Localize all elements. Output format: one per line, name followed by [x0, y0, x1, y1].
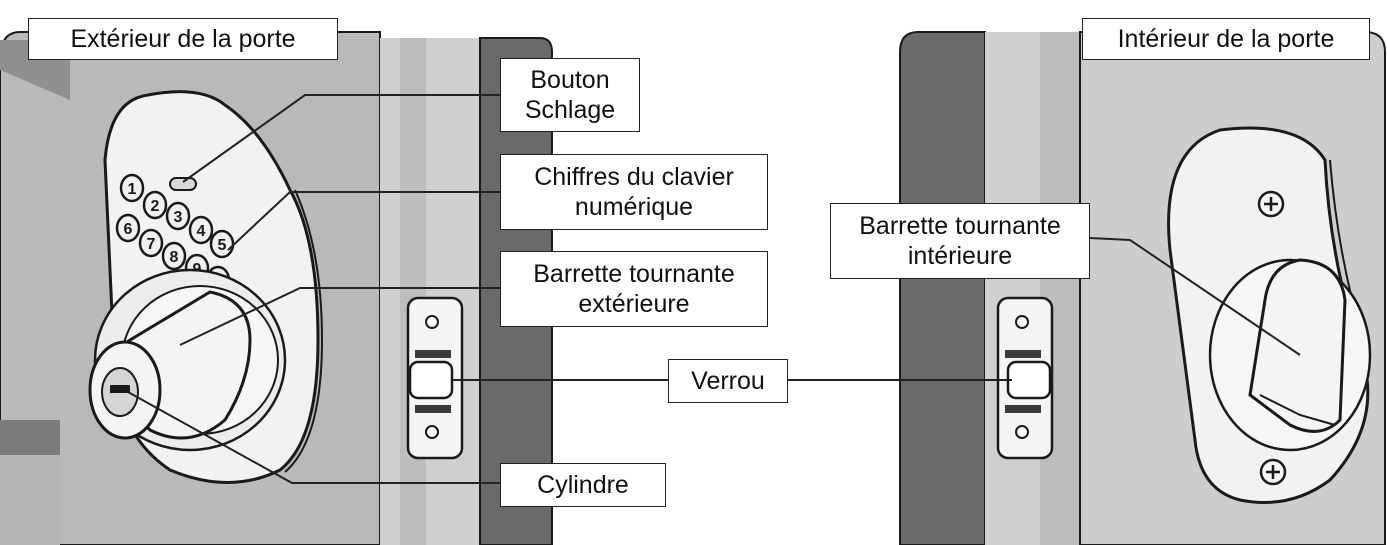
keypad-digit: 4 [197, 223, 206, 240]
keypad-digit: 7 [147, 236, 156, 253]
keypad-key-5[interactable]: 5 [209, 229, 235, 259]
keypad-digit: 6 [124, 221, 133, 238]
keypad-key-3[interactable]: 3 [165, 201, 191, 231]
interior-door-illustration [899, 31, 1386, 545]
interior-thumbturn[interactable] [1248, 258, 1347, 433]
keypad-digit: 3 [174, 209, 183, 226]
label-verrou: Verrou [668, 359, 788, 403]
door-edge-light [380, 38, 480, 545]
leader-chiffres [227, 191, 500, 251]
title-interior: Intérieur de la porte [1082, 18, 1370, 60]
keypad-key-7[interactable]: 7 [138, 228, 164, 258]
keypad-digit: 8 [170, 249, 179, 266]
label-barrette-interieure: Barrette tournante intérieure [830, 203, 1090, 279]
exterior-bolt [408, 360, 454, 400]
keypad-key-6[interactable]: 6 [115, 213, 141, 243]
exterior-door-illustration: 1234567890 [0, 31, 553, 545]
label-barrette-exterieure: Barrette tournante extérieure [500, 251, 768, 327]
keypad: 1234567890 [115, 173, 235, 295]
interior-door-edge [899, 31, 986, 545]
title-interior-text: Intérieur de la porte [1117, 25, 1335, 53]
label-cylindre: Cylindre [500, 463, 666, 507]
leader-barrette-int [1089, 237, 1301, 356]
leader-lines [127, 94, 1301, 484]
title-exterior-text: Extérieur de la porte [70, 25, 296, 53]
keypad-key-4[interactable]: 4 [188, 215, 214, 245]
keypad-digit: 5 [218, 237, 227, 254]
keypad-key-2[interactable]: 2 [142, 190, 168, 220]
interior-bolt [1006, 360, 1052, 400]
leader-barrette-ext [179, 287, 500, 346]
title-exterior: Extérieur de la porte [28, 18, 338, 60]
keypad-key-1[interactable]: 1 [119, 173, 145, 203]
leader-cylindre [127, 391, 500, 484]
keypad-key-8[interactable]: 8 [161, 241, 187, 271]
schlage-button[interactable] [169, 177, 197, 191]
label-chiffres-clavier: Chiffres du clavier numérique [500, 154, 768, 230]
label-bouton-schlage: Bouton Schlage [500, 58, 640, 132]
keypad-digit: 1 [128, 181, 137, 198]
keypad-digit: 2 [151, 198, 160, 215]
leader-bouton [182, 94, 500, 183]
